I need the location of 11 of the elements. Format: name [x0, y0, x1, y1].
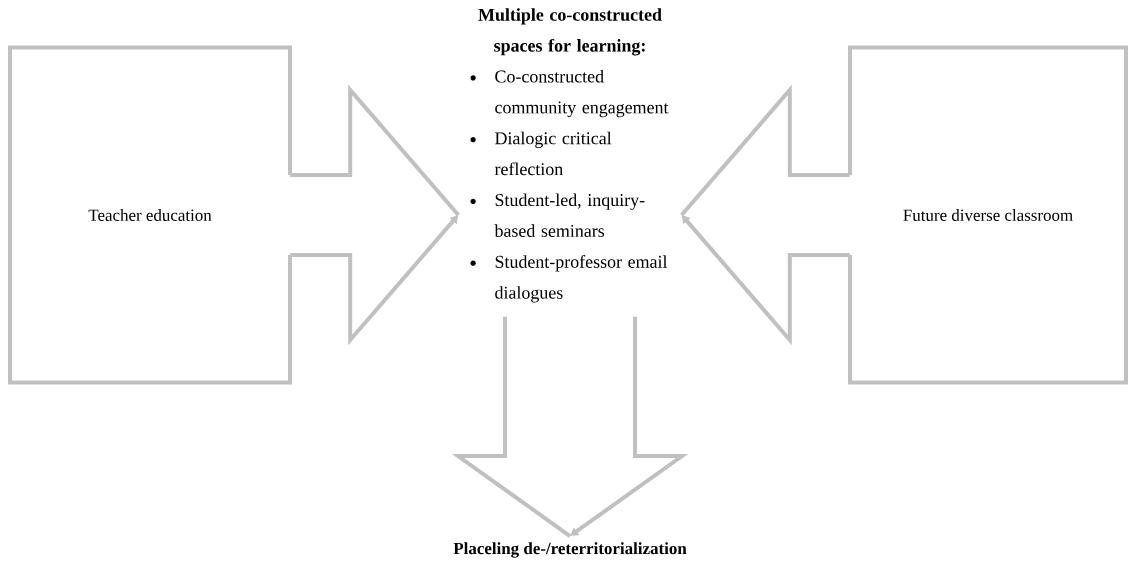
block-arrow — [679, 84, 852, 346]
heading: Multiple co-constructed spaces for learning: — [478, 8, 662, 56]
block-arrow — [451, 314, 689, 539]
bullet-item: Student-led, inquiry-based seminars — [470, 193, 645, 237]
callout-box: Future diverse classroom — [848, 45, 1128, 385]
callout-box: Teacher education — [8, 45, 292, 385]
bullet-item: Student-professor email dialogues — [470, 255, 668, 303]
conclusion-text: Placeling de-/reterritorialization — [453, 542, 687, 558]
block-arrow — [288, 84, 461, 346]
bullet-item: Dialogic critical reflection — [470, 131, 612, 176]
bullet-item: Co-constructed community engagement — [470, 69, 669, 118]
